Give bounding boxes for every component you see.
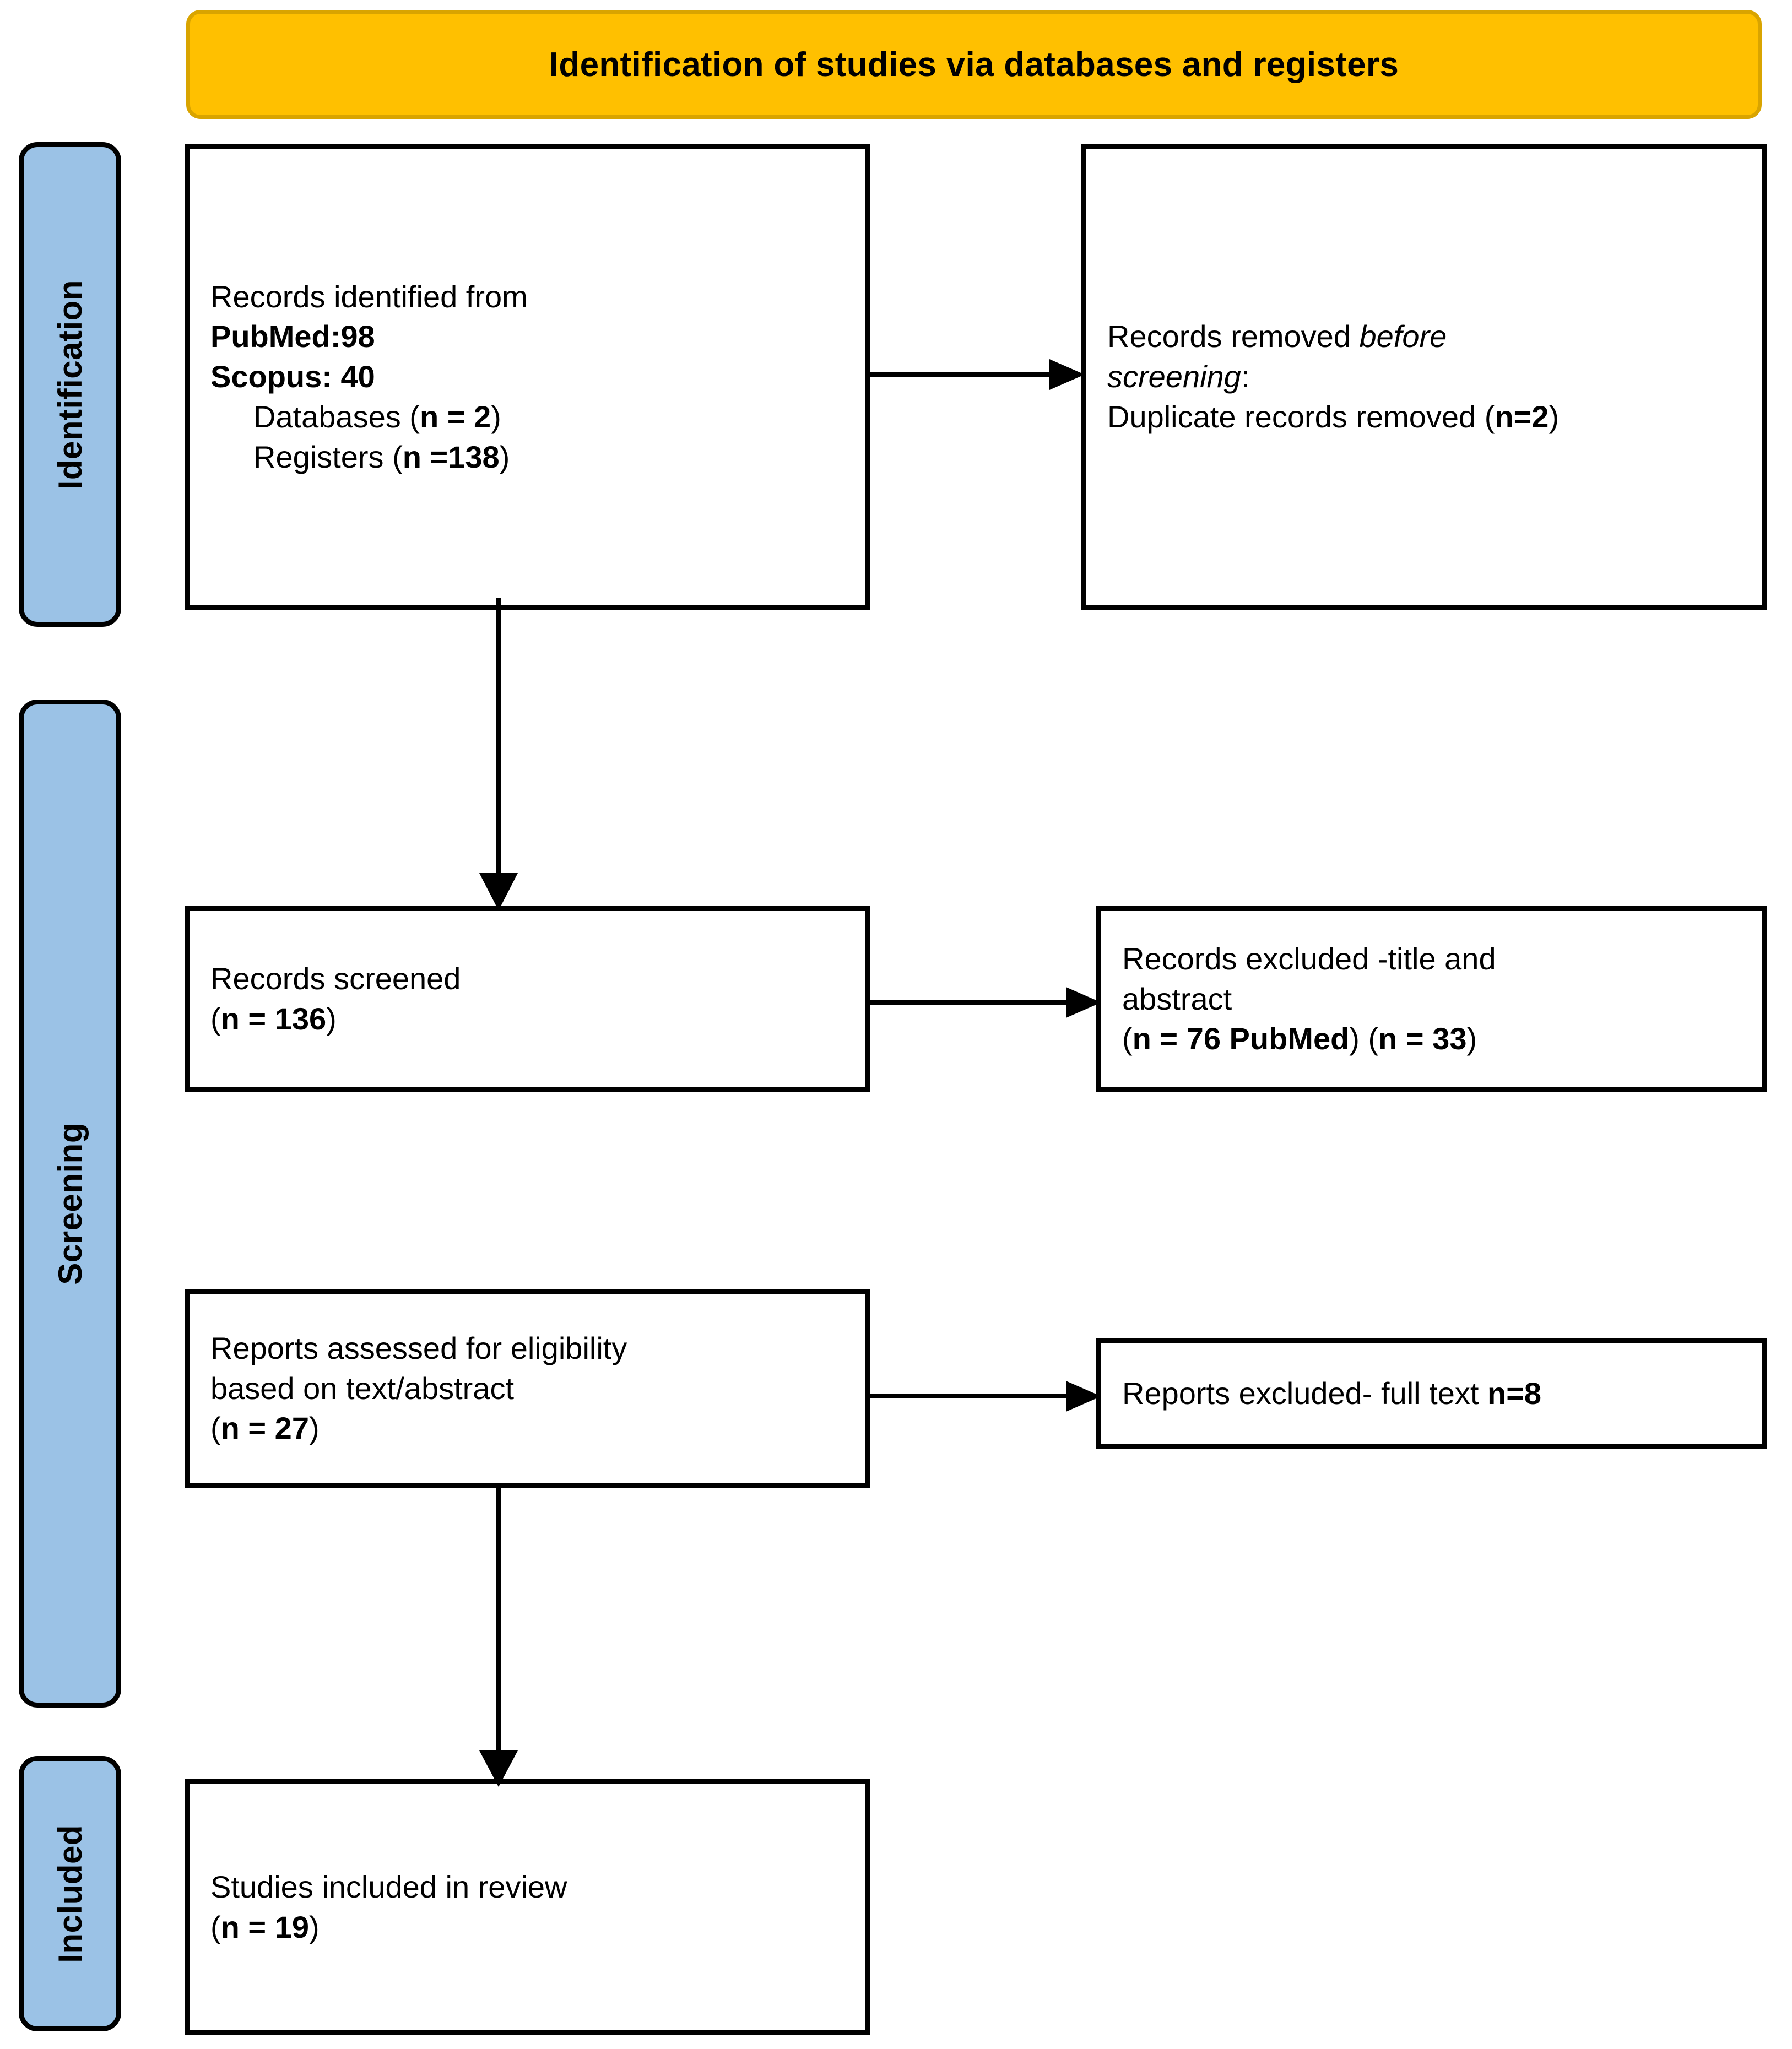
duplicate-records-suffix: ) — [1549, 399, 1560, 434]
records-excluded-line2: abstract — [1122, 981, 1232, 1016]
arrow-screened-to-excluded — [868, 986, 1102, 1019]
records-excluded-line1: Records excluded -title and — [1122, 941, 1496, 976]
eligibility-line2: based on text/abstract — [210, 1370, 515, 1406]
records-identified-databases-suffix: ) — [491, 399, 501, 434]
studies-included-suffix: ) — [308, 1909, 320, 1944]
stage-label-included: Included — [51, 1824, 89, 1963]
records-identified-pubmed: PubMed:98 — [210, 319, 375, 354]
arrow-identified-to-removed — [868, 358, 1085, 391]
records-identified-databases-count: n = 2 — [419, 399, 491, 434]
eligibility-line1: Reports assessed for eligibility — [210, 1330, 627, 1365]
records-identified-line1: Records identified from — [210, 279, 528, 314]
eligibility-suffix: ) — [308, 1411, 320, 1446]
duplicate-records-count: n=2 — [1495, 399, 1549, 434]
records-identified-registers-suffix: ) — [499, 439, 510, 474]
box-reports-assessed-eligibility: Reports assessed for eligibility based o… — [185, 1289, 870, 1488]
box-records-identified: Records identified from PubMed:98 Scopus… — [185, 144, 870, 610]
stage-label-screening: Screening — [51, 1122, 89, 1285]
records-identified-databases-prefix: Databases ( — [253, 399, 420, 434]
records-excluded-pubmed-count: n = 76 PubMed — [1132, 1021, 1350, 1056]
box-records-removed-text: Records removed before screening: Duplic… — [1086, 317, 1762, 437]
records-screened-line1: Records screened — [210, 961, 461, 996]
records-removed-colon: : — [1241, 359, 1250, 394]
box-records-removed: Records removed before screening: Duplic… — [1081, 144, 1767, 610]
records-screened-count: n = 136 — [220, 1001, 327, 1036]
records-excluded-prefix: ( — [1122, 1021, 1133, 1056]
stage-bar-included: Included — [19, 1756, 121, 2031]
duplicate-records-prefix: Duplicate records removed ( — [1107, 399, 1495, 434]
records-removed-before-italic: before — [1359, 319, 1447, 354]
stage-label-identification: Identification — [51, 279, 89, 490]
box-records-excluded-title-abstract-text: Records excluded -title and abstract (n … — [1101, 939, 1762, 1059]
box-records-screened-text: Records screened (n = 136) — [190, 959, 865, 1039]
arrow-eligibility-to-excluded — [868, 1380, 1102, 1413]
records-excluded-suffix: ) — [1466, 1021, 1477, 1056]
records-screened-prefix: ( — [210, 1001, 221, 1036]
records-identified-registers-count: n =138 — [402, 439, 500, 474]
studies-included-count: n = 19 — [220, 1909, 309, 1944]
arrow-eligibility-to-included — [474, 1487, 523, 1787]
box-studies-included-text: Studies included in review (n = 19) — [190, 1867, 865, 1948]
box-studies-included: Studies included in review (n = 19) — [185, 1779, 870, 2035]
records-excluded-other-count: n = 33 — [1378, 1021, 1467, 1056]
records-identified-scopus: Scopus: 40 — [210, 359, 375, 394]
records-removed-line1-plain: Records removed — [1107, 319, 1360, 354]
studies-included-prefix: ( — [210, 1909, 221, 1944]
box-records-screened: Records screened (n = 136) — [185, 906, 870, 1092]
box-reports-assessed-eligibility-text: Reports assessed for eligibility based o… — [190, 1329, 865, 1449]
eligibility-prefix: ( — [210, 1411, 221, 1446]
records-excluded-mid: ) ( — [1349, 1021, 1379, 1056]
box-reports-excluded-full-text-text: Reports excluded- full text n=8 — [1101, 1374, 1762, 1414]
stage-bar-identification: Identification — [19, 142, 121, 627]
box-reports-excluded-full-text: Reports excluded- full text n=8 — [1096, 1338, 1767, 1449]
records-identified-registers-prefix: Registers ( — [253, 439, 403, 474]
stage-bar-screening: Screening — [19, 700, 121, 1708]
studies-included-line1: Studies included in review — [210, 1869, 567, 1904]
diagram-title-banner: Identification of studies via databases … — [186, 10, 1762, 119]
eligibility-count: n = 27 — [220, 1411, 309, 1446]
reports-excluded-count: n=8 — [1487, 1375, 1542, 1411]
diagram-title-text: Identification of studies via databases … — [549, 45, 1399, 84]
arrow-identified-to-screened — [474, 598, 523, 912]
records-screened-suffix: ) — [326, 1001, 337, 1036]
box-records-excluded-title-abstract: Records excluded -title and abstract (n … — [1096, 906, 1767, 1092]
records-removed-screening-italic: screening — [1107, 359, 1241, 394]
reports-excluded-plain: Reports excluded- full text — [1122, 1375, 1487, 1411]
box-records-identified-text: Records identified from PubMed:98 Scopus… — [190, 277, 865, 478]
